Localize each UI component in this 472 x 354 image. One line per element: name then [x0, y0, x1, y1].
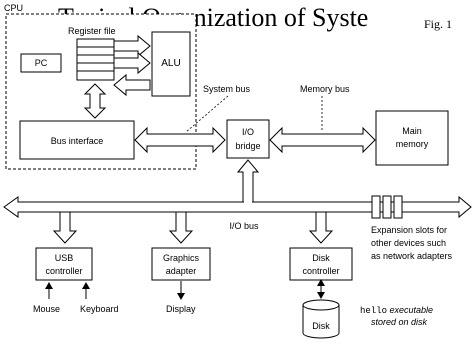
usb-controller — [35, 247, 93, 281]
memory-bus-label: Memory bus — [300, 84, 350, 94]
display-label: Display — [166, 304, 196, 314]
main-memory-label-line1: Main — [402, 126, 422, 136]
expansion-slot — [371, 195, 381, 219]
disk-cylinder — [302, 299, 340, 339]
alu — [151, 31, 191, 97]
disk-arrowhead-up — [317, 279, 325, 286]
usb-controller-label-line1: USB — [55, 253, 74, 263]
bus-interface — [19, 120, 135, 160]
disk-arrowhead-down — [317, 292, 325, 299]
graphics-adapter-label-line1: Graphics — [163, 253, 200, 263]
io-bus-label: I/O bus — [229, 221, 259, 231]
alu-to-register-arrow — [113, 73, 151, 97]
hello-note-line2: stored on disk — [371, 317, 428, 327]
display-arrowhead — [177, 293, 185, 300]
system-bus-label: System bus — [203, 84, 251, 94]
figure-label: Fig. 1 — [424, 17, 452, 31]
main-memory — [375, 110, 449, 166]
usb-controller-label-line2: controller — [45, 266, 82, 276]
hello-note-line1: hello executable — [360, 305, 433, 316]
mouse-label: Mouse — [33, 304, 60, 314]
disk-label: Disk — [312, 321, 330, 331]
register-to-alu-arrow-middle — [113, 51, 151, 75]
register-file — [76, 38, 115, 81]
system-bus-pointer — [185, 95, 229, 133]
graphics-adapter-label-line2: adapter — [166, 266, 197, 276]
alu-label: ALU — [161, 58, 180, 69]
disk-controller-label-line1: Disk — [312, 253, 330, 263]
register-bus-interface-arrow — [83, 83, 107, 119]
register-file-label: Register file — [68, 26, 116, 36]
bus-interface-label: Bus interface — [51, 136, 104, 146]
expansion-note-line3: as network adapters — [371, 251, 453, 261]
main-memory-label-line2: memory — [396, 139, 429, 149]
system-bus-arrow — [134, 126, 226, 154]
hello-code: hello — [360, 306, 387, 316]
expansion-note-line1: Expansion slots for — [371, 225, 447, 235]
expansion-slot — [393, 195, 403, 219]
disk-controller-label-line2: controller — [302, 266, 339, 276]
io-bus-to-graphics-arrow — [168, 211, 194, 244]
io-bridge-label-line1: I/O — [242, 127, 254, 137]
io-bus — [3, 195, 472, 219]
keyboard-arrowhead — [82, 282, 90, 289]
bridge-to-io-bus-arrow — [236, 159, 260, 203]
io-bridge — [226, 119, 270, 159]
memory-bus-arrow — [269, 126, 376, 154]
pc-label: PC — [35, 58, 48, 68]
keyboard-label: Keyboard — [80, 304, 119, 314]
cpu-label: CPU — [4, 3, 23, 13]
io-bus-to-usb-arrow — [52, 211, 78, 244]
io-bus-to-disk-controller-arrow — [308, 211, 334, 244]
pc-register — [20, 53, 62, 73]
expansion-slots — [371, 195, 403, 219]
expansion-slot — [382, 195, 392, 219]
expansion-note-line2: other devices such — [371, 238, 446, 248]
disk-controller — [289, 247, 353, 281]
hello-note-line1-rest: executable — [387, 305, 433, 315]
io-bridge-label-line2: bridge — [235, 141, 260, 151]
register-to-alu-arrow-top — [113, 34, 151, 58]
mouse-arrowhead — [45, 282, 53, 289]
graphics-adapter — [151, 247, 211, 281]
